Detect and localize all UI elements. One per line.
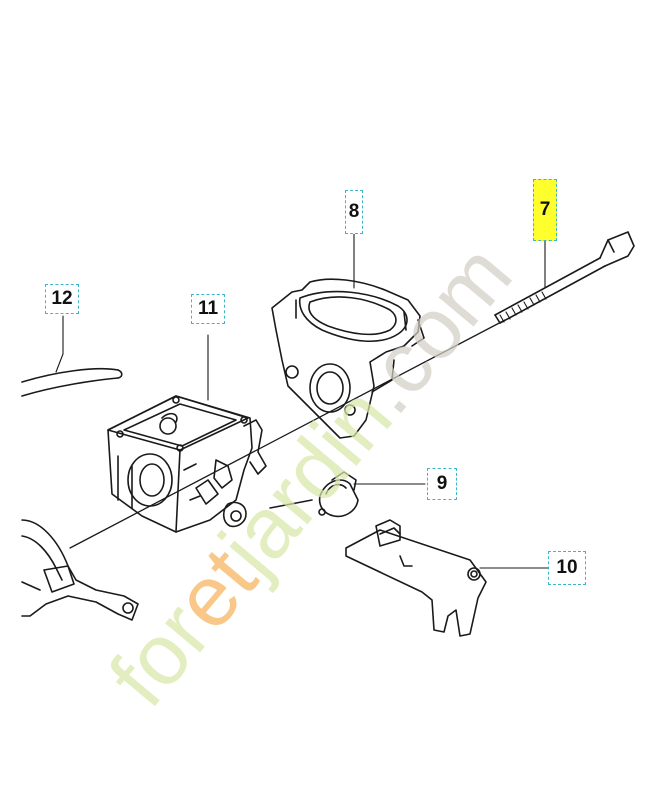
part-10-bracket <box>345 519 487 637</box>
cropped-lever-part <box>21 519 139 621</box>
callout-12[interactable]: 12 <box>45 284 79 314</box>
callout-12-label: 12 <box>51 288 73 309</box>
leader-12 <box>55 315 64 373</box>
callout-7-label: 7 <box>539 199 551 220</box>
watermark-text: foretjardin.com <box>91 227 530 724</box>
leader-lines <box>55 233 549 569</box>
callout-10[interactable]: 10 <box>548 551 586 585</box>
callout-8-label: 8 <box>348 201 360 222</box>
callout-10-label: 10 <box>556 557 578 578</box>
callout-11[interactable]: 11 <box>191 294 225 324</box>
callout-11-label: 11 <box>197 298 219 319</box>
part-11-carburetor <box>107 395 267 533</box>
callout-8[interactable]: 8 <box>345 190 363 234</box>
assembly-axis-line <box>69 319 506 549</box>
part-12-hose <box>21 367 123 397</box>
part-8-intake-flange <box>271 278 425 439</box>
part-7-bolt <box>494 231 635 324</box>
callout-9[interactable]: 9 <box>427 468 457 500</box>
callout-7[interactable]: 7 <box>533 179 557 241</box>
callout-9-label: 9 <box>436 473 448 494</box>
part-9-valve <box>269 471 359 518</box>
